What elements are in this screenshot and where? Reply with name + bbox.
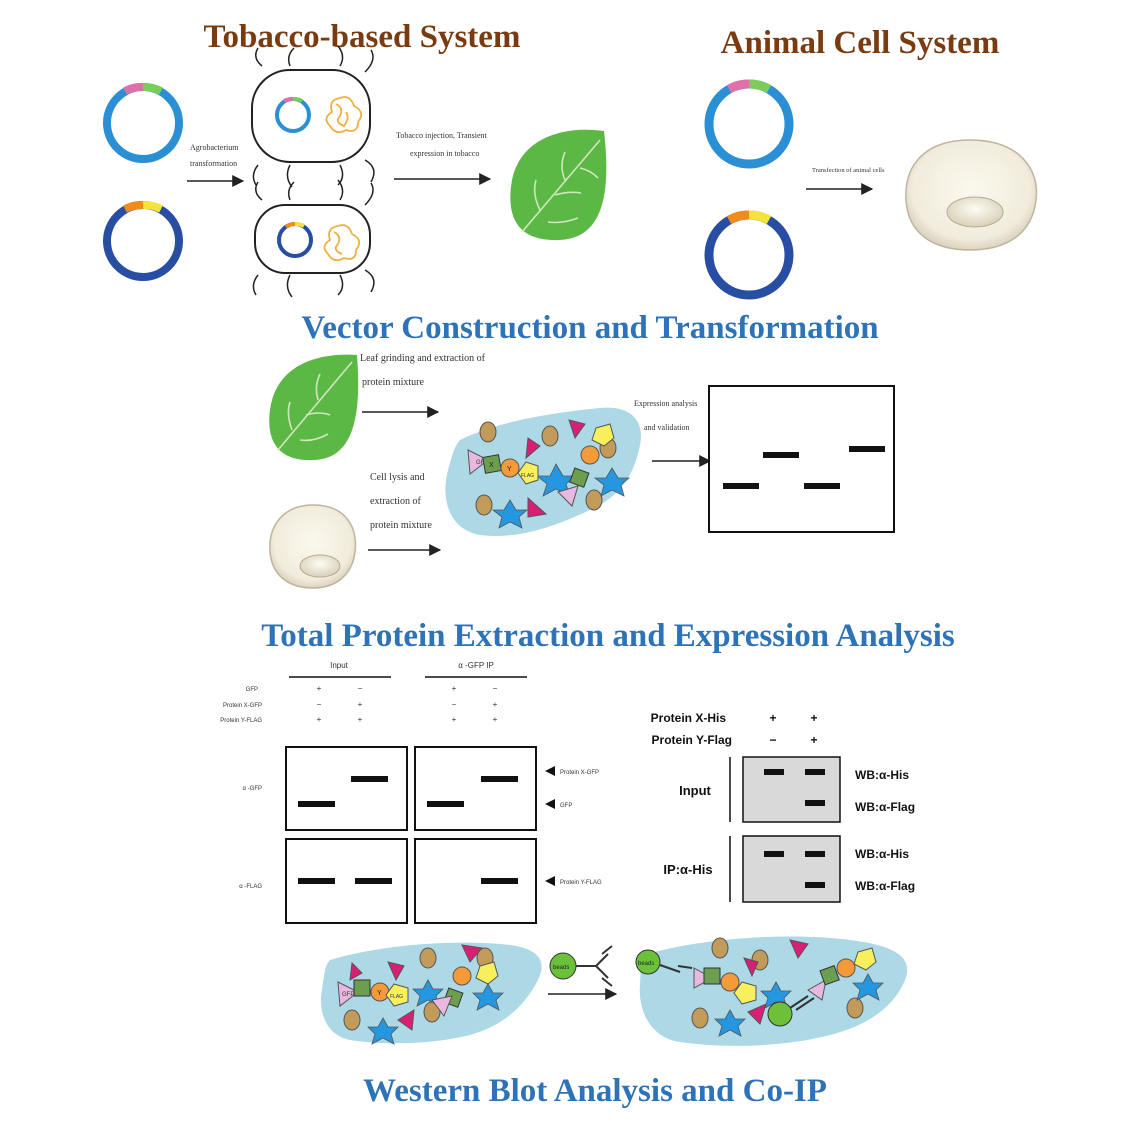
mix1-gfp-label: GFP bbox=[476, 460, 488, 466]
label-expression-analysis: Expression analysis bbox=[634, 399, 697, 408]
sign: − bbox=[317, 700, 322, 709]
label-extraction-of: extraction of bbox=[370, 496, 421, 507]
agrobacterium-cell-x bbox=[251, 45, 375, 188]
label-tobacco-injection: Tobacco injection, Transient bbox=[396, 131, 488, 140]
label-protein-mixture-2: protein mixture bbox=[370, 520, 432, 531]
protein-mixture-1: GFP X Y FLAG bbox=[445, 407, 641, 536]
row-gfp: GFP bbox=[246, 687, 258, 693]
label-transient-expression: expression in tobacco bbox=[410, 149, 479, 158]
sign: + bbox=[358, 700, 363, 709]
ab-flag: α -FLAG bbox=[239, 884, 262, 890]
right-row-x-his: Protein X-His bbox=[651, 711, 727, 725]
extraction-animal-cell bbox=[269, 504, 357, 589]
label-protein-mixture-1: protein mixture bbox=[362, 377, 424, 388]
right-row-y-flag: Protein Y-Flag bbox=[652, 733, 732, 747]
sign: + bbox=[452, 684, 457, 693]
title-animal-system: Animal Cell System bbox=[721, 25, 1000, 61]
wb-flag-1: WB:α-Flag bbox=[855, 800, 915, 814]
mix1-x-label: X bbox=[489, 462, 494, 469]
band-y-flag: Protein Y-FLAG bbox=[560, 880, 602, 886]
sign: − bbox=[358, 684, 363, 693]
wb-his-1: WB:α-His bbox=[855, 768, 909, 782]
title-western-blot: Western Blot Analysis and Co-IP bbox=[363, 1073, 827, 1109]
label-cell-lysis: Cell lysis and bbox=[370, 472, 424, 483]
right-input: Input bbox=[679, 783, 711, 798]
sign: + bbox=[810, 711, 817, 725]
sign: − bbox=[452, 700, 457, 709]
sign: − bbox=[493, 684, 498, 693]
label-animal-transfection: Transfection of animal cells bbox=[812, 167, 885, 174]
title-vector-construction: Vector Construction and Transformation bbox=[301, 310, 878, 346]
sign: + bbox=[769, 711, 776, 725]
title-protein-extraction: Total Protein Extraction and Expression … bbox=[261, 618, 955, 654]
agrobacterium-cell-y bbox=[252, 179, 375, 298]
protein-mixture-2: GFP Y FLAG bbox=[320, 942, 542, 1045]
beads-label-1: beads bbox=[553, 965, 569, 971]
plasmid-x-tobacco bbox=[103, 83, 183, 163]
mix2-gfp-label: GFP bbox=[342, 992, 354, 998]
blot-left-headers: Input α -GFP IP GFP Protein X-GFP Protei… bbox=[220, 661, 527, 724]
row-x-gfp: Protein X-GFP bbox=[223, 703, 262, 709]
wb-his-2: WB:α-His bbox=[855, 847, 909, 861]
sign: + bbox=[493, 700, 498, 709]
label-transformation: transformation bbox=[190, 159, 237, 168]
title-tobacco-system: Tobacco-based System bbox=[204, 19, 521, 55]
expression-blot bbox=[708, 385, 895, 533]
sign: + bbox=[493, 715, 498, 724]
plasmid-y-animal bbox=[704, 210, 794, 300]
sign: + bbox=[317, 715, 322, 724]
row-y-flag: Protein Y-FLAG bbox=[220, 718, 262, 724]
sign: + bbox=[810, 733, 817, 747]
sign: + bbox=[452, 715, 457, 724]
mix2-y-label: Y bbox=[377, 990, 382, 997]
mix2-flag-label: FLAG bbox=[390, 994, 403, 1000]
extraction-leaf bbox=[269, 354, 359, 461]
right-ip: IP:α-His bbox=[663, 862, 712, 877]
animal-cell bbox=[905, 139, 1038, 251]
blot-right: Protein X-His Protein Y-Flag + + − + Inp… bbox=[651, 711, 915, 903]
plasmid-y-tobacco bbox=[103, 201, 183, 281]
sign: − bbox=[769, 733, 776, 747]
tobacco-leaf bbox=[510, 129, 607, 241]
band-gfp: GFP bbox=[560, 803, 572, 809]
beads-antibody: beads bbox=[549, 945, 613, 987]
header-ip: α -GFP IP bbox=[458, 661, 494, 670]
label-agrobacterium: Agrobacterium bbox=[190, 143, 239, 152]
mix1-y-label: Y bbox=[507, 466, 512, 473]
label-leaf-grinding: Leaf grinding and extraction of bbox=[360, 353, 486, 364]
label-validation: and validation bbox=[644, 423, 690, 432]
header-input: Input bbox=[330, 661, 349, 670]
wb-flag-2: WB:α-Flag bbox=[855, 879, 915, 893]
sign: + bbox=[358, 715, 363, 724]
plasmid-x-animal bbox=[704, 79, 794, 169]
protein-mixture-3: beads bbox=[635, 936, 908, 1046]
blot-left-panels: α -GFP α -FLAG Protein X-GFP GFP Protein… bbox=[239, 746, 602, 924]
beads-label-2: beads bbox=[638, 961, 654, 967]
mix1-flag-label: FLAG bbox=[521, 473, 534, 479]
sign: + bbox=[317, 684, 322, 693]
band-x-gfp: Protein X-GFP bbox=[560, 770, 599, 776]
ab-gfp: α -GFP bbox=[243, 786, 262, 792]
